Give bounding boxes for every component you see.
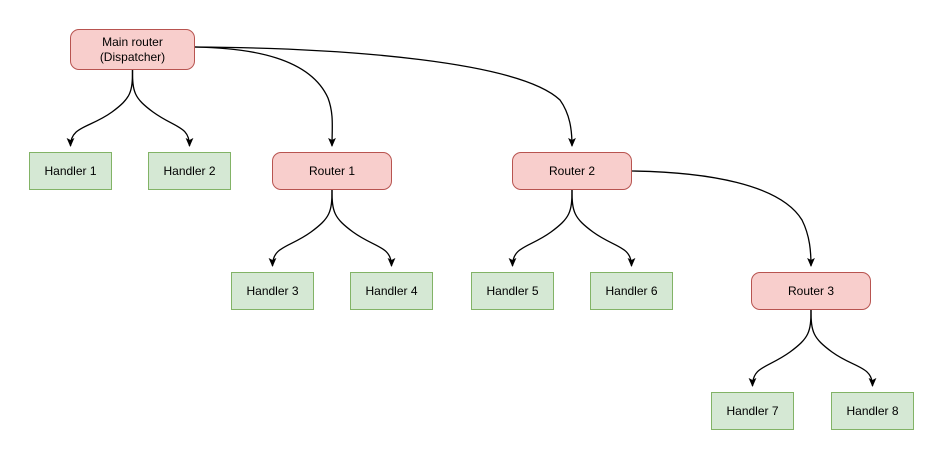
- edge-main-to-router-1: [194, 46, 336, 148]
- node-router-2[interactable]: Router 2: [512, 152, 632, 190]
- edge-main-to-handler-2: [131, 69, 194, 148]
- node-handler-3[interactable]: Handler 3: [231, 272, 314, 310]
- node-handler-6-label: Handler 6: [605, 283, 658, 298]
- node-handler-8-label: Handler 8: [846, 403, 899, 418]
- node-router-1-label: Router 1: [308, 163, 356, 178]
- edge-router-3-to-handler-8: [810, 309, 877, 388]
- edge-router-3-to-handler-7: [748, 309, 812, 388]
- node-handler-5[interactable]: Handler 5: [471, 272, 554, 310]
- edge-router-2-to-router-3: [631, 170, 815, 268]
- node-router-1[interactable]: Router 1: [272, 152, 392, 190]
- node-router-3[interactable]: Router 3: [751, 272, 871, 310]
- edge-main-to-router-2: [194, 46, 576, 148]
- node-handler-8[interactable]: Handler 8: [831, 392, 914, 430]
- node-handler-7[interactable]: Handler 7: [711, 392, 794, 430]
- edge-router-2-to-handler-6: [571, 189, 636, 268]
- node-handler-6[interactable]: Handler 6: [590, 272, 673, 310]
- node-main-router[interactable]: Main router (Dispatcher): [70, 29, 195, 70]
- edge-router-1-to-handler-4: [331, 189, 396, 268]
- node-handler-5-label: Handler 5: [486, 283, 539, 298]
- node-handler-4-label: Handler 4: [365, 283, 418, 298]
- edge-main-to-handler-1: [66, 69, 134, 148]
- node-handler-1[interactable]: Handler 1: [29, 152, 112, 190]
- node-router-2-label: Router 2: [548, 163, 596, 178]
- node-handler-4[interactable]: Handler 4: [350, 272, 433, 310]
- edge-router-1-to-handler-3: [268, 189, 333, 268]
- edge-router-2-to-handler-5: [508, 189, 573, 268]
- node-handler-3-label: Handler 3: [246, 283, 299, 298]
- node-handler-7-label: Handler 7: [726, 403, 779, 418]
- node-handler-2[interactable]: Handler 2: [148, 152, 231, 190]
- node-handler-2-label: Handler 2: [163, 163, 216, 178]
- node-main-router-label: Main router (Dispatcher): [99, 34, 166, 64]
- node-router-3-label: Router 3: [787, 283, 835, 298]
- node-handler-1-label: Handler 1: [44, 163, 97, 178]
